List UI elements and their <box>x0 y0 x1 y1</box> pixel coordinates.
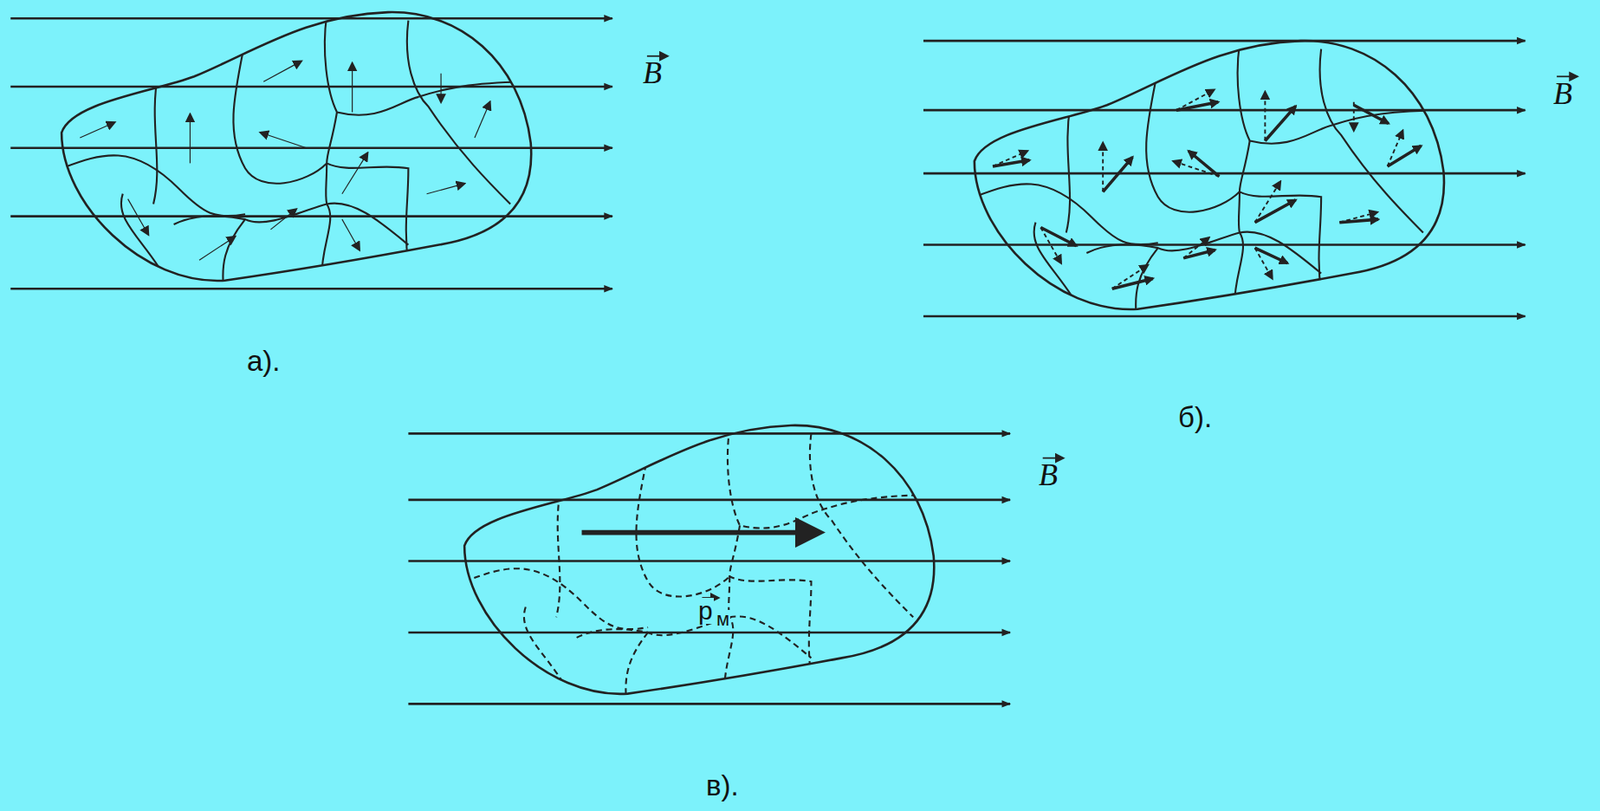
panel-label: в). <box>706 770 739 800</box>
vector-signs <box>647 56 1578 598</box>
field-lines <box>923 40 1526 317</box>
field-symbol: B <box>642 57 662 89</box>
rotated-moments <box>992 102 1421 289</box>
field-symbol: B <box>1038 459 1058 491</box>
panel-label: а). <box>246 346 281 376</box>
moment-subscript: м <box>715 609 731 629</box>
ferromagnet-a <box>61 12 541 296</box>
panel-label: б). <box>1178 402 1212 432</box>
field-lines <box>408 433 1011 704</box>
net-moment-arrow <box>582 530 802 536</box>
moment-symbol: p <box>697 597 714 624</box>
ferromagnet-b <box>974 40 1454 324</box>
field-lines <box>10 18 613 289</box>
field-symbol: B <box>1553 77 1573 110</box>
ferromagnet-c <box>464 425 944 709</box>
